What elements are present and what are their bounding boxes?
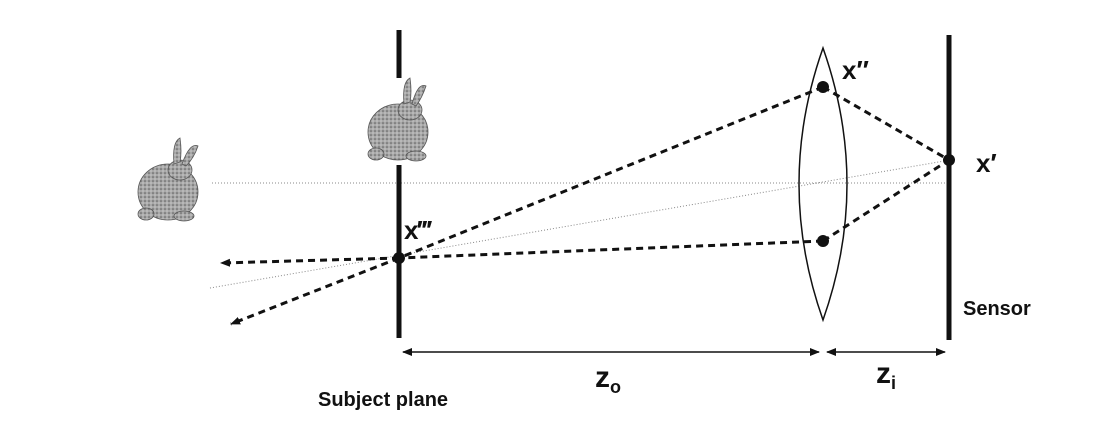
bunny-icon xyxy=(137,137,199,222)
z-object-main: z xyxy=(595,361,610,394)
z-image-main: z xyxy=(876,357,891,390)
z-object-subscript: o xyxy=(610,377,621,397)
ray-lower-image xyxy=(822,158,950,243)
z-image-subscript: i xyxy=(891,373,896,393)
label-point-subject: x‴ xyxy=(404,215,432,245)
ray-extension-lower xyxy=(230,256,400,326)
ray-extension-upper xyxy=(220,256,400,267)
label-z-image: zi xyxy=(876,357,896,393)
lens xyxy=(798,45,848,323)
point-sensor xyxy=(943,154,955,166)
point-subject xyxy=(393,252,405,264)
ray-upper-image xyxy=(822,85,950,162)
ray-lower-object xyxy=(398,239,824,260)
bunny-icon xyxy=(367,77,429,162)
label-point-sensor: x′ xyxy=(976,148,997,178)
point-lens-bottom xyxy=(817,235,829,247)
label-sensor: Sensor xyxy=(963,298,1031,320)
ray-upper-object xyxy=(398,85,824,260)
label-subject-plane: Subject plane xyxy=(318,389,448,411)
label-z-object: zo xyxy=(595,361,621,397)
point-lens-top xyxy=(817,81,829,93)
label-point-lens-top: x″ xyxy=(842,55,869,85)
chief-ray-guide xyxy=(209,159,951,289)
